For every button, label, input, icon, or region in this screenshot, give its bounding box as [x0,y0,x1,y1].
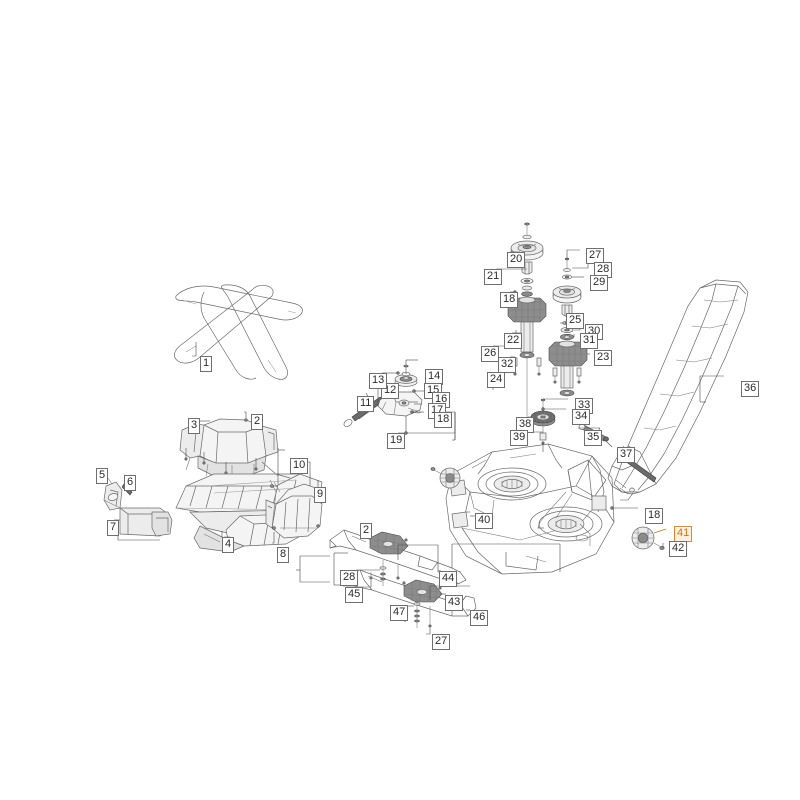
group-brackets [117,330,561,600]
callout-washer[interactable]: 25 [566,313,585,329]
callout-key[interactable]: 39 [510,430,529,446]
callout-spindle-housing-right[interactable]: 23 [594,350,613,366]
callout-deck-shell[interactable]: 40 [475,513,494,529]
callout-latch-bracket[interactable]: 37 [617,447,636,463]
callout-fastener[interactable]: 24 [487,372,506,388]
callout-support-bracket[interactable]: 7 [107,520,120,536]
callout-fastener-nut[interactable]: 8 [277,547,290,563]
callout-retaining-ring[interactable]: 21 [484,269,503,285]
callout-blade-right[interactable]: 46 [470,610,489,626]
part-anti-scalp-roller [610,506,667,550]
callout-screw[interactable]: 2 [360,523,373,539]
callout-drive-belt[interactable]: 1 [200,356,213,372]
callout-seal[interactable]: 31 [580,333,599,349]
part-drive-belt [174,284,303,380]
callout-rod-linkage[interactable]: 10 [290,458,309,474]
callout-upper-belt-cover[interactable]: 3 [188,418,201,434]
callout-side-cover[interactable]: 9 [314,487,327,503]
callout-bearing[interactable]: 26 [481,346,500,362]
callout-bolt[interactable]: 32 [498,357,517,373]
part-side-cover [261,448,323,544]
callout-spindle-shaft-left[interactable]: 22 [504,333,523,349]
callout-nut[interactable]: 18 [500,292,519,308]
part-deck-shell [445,443,615,575]
callout-blade-bolt[interactable]: 45 [345,587,364,603]
callout-bolt[interactable]: 27 [432,634,451,650]
part-upper-belt-cover [179,411,279,477]
callout-nut[interactable]: 18 [645,508,664,524]
callout-discharge-chute[interactable]: 36 [741,381,760,397]
callout-washer[interactable]: 28 [340,570,359,586]
callout-roller-bolt[interactable]: 42 [669,541,688,557]
part-blade-right [345,569,477,635]
callout-washer[interactable]: 47 [390,605,409,621]
part-lower-belt-guard [175,473,323,553]
callout-washer[interactable]: 34 [572,409,591,425]
callout-anti-scalp-roller[interactable]: 41 [674,526,693,542]
callout-blade-left[interactable]: 44 [439,571,458,587]
part-roller-left [430,467,461,489]
callout-tension-spring[interactable]: 11 [357,396,375,412]
callout-lower-belt-guard[interactable]: 4 [222,537,235,553]
callout-blade-adapter[interactable]: 43 [445,595,464,611]
callout-spacer[interactable]: 29 [590,275,609,291]
callout-drive-pulley-upper[interactable]: 20 [507,252,526,268]
callout-belt-keeper[interactable]: 35 [584,430,603,446]
callout-bracket-clip[interactable]: 5 [96,468,109,484]
part-blade-left [329,528,467,588]
callout-nut[interactable]: 18 [434,412,453,428]
callout-fastener-screw[interactable]: 2 [251,414,264,430]
callout-fastener[interactable]: 19 [387,433,406,449]
callout-washer[interactable]: 13 [369,373,388,389]
callout-pin[interactable]: 6 [124,475,137,491]
part-discharge-chute [607,279,749,501]
